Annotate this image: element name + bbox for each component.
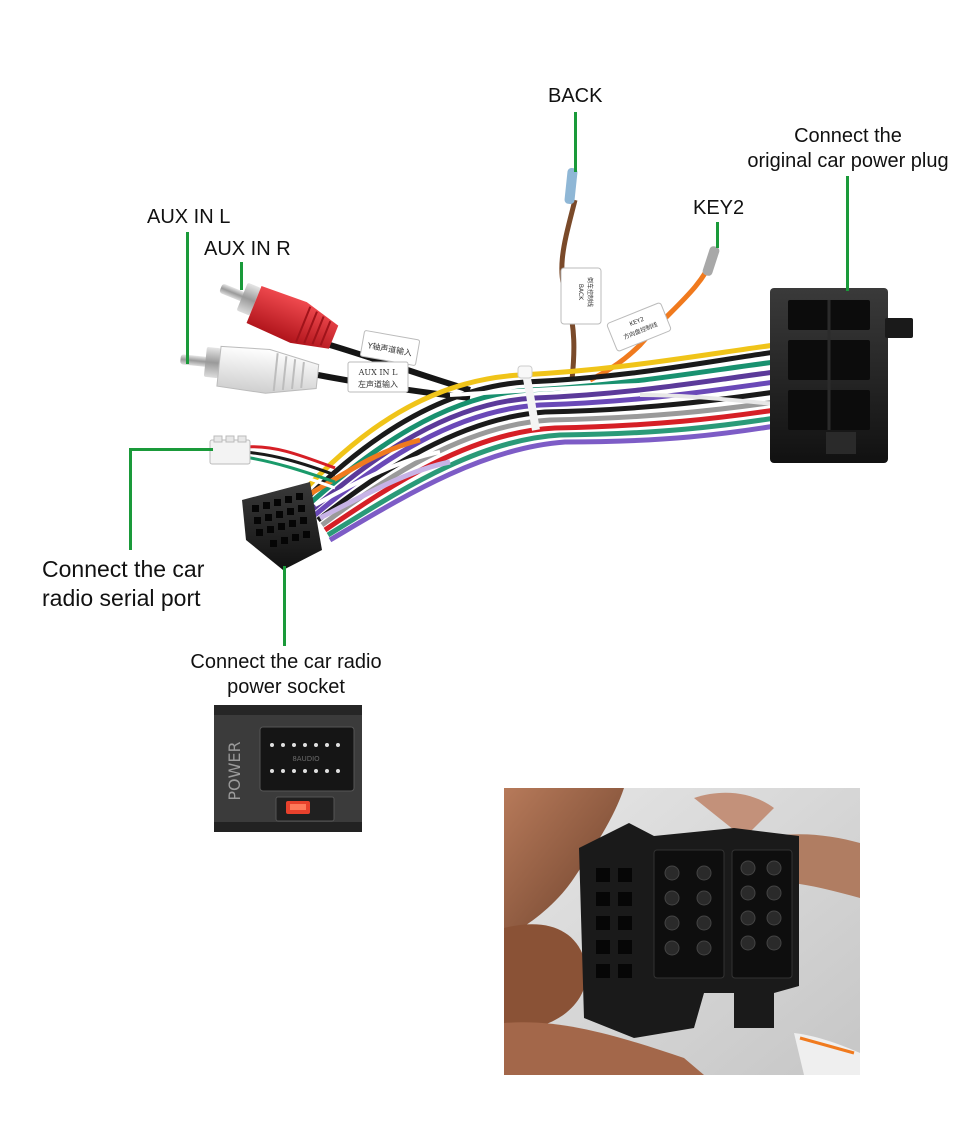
power-socket-label-line1: Connect the car radio — [190, 651, 382, 673]
power-socket-pointer-line — [283, 566, 286, 646]
aux-l-tag: AUX IN L 左声道输入 — [347, 361, 409, 393]
aux-in-l-label: AUX IN L — [147, 206, 231, 228]
aux-r-tag: Y轴声道输入 — [359, 330, 421, 366]
hand-holding-plug-illustration — [504, 788, 860, 1075]
power-socket-label: Connect the car radio power socket — [172, 650, 400, 700]
serial-port-label-line2: radio serial port — [42, 584, 201, 611]
hand-holding-plug-photo — [504, 788, 860, 1075]
back-pointer-line — [574, 112, 577, 172]
aux-in-l-pointer-line — [186, 232, 189, 364]
original-car-power-plug — [770, 288, 913, 463]
power-socket-inset-photo: POWER 8AUDIO — [214, 705, 362, 832]
back-label: BACK — [548, 85, 603, 107]
original-power-label-line2: original car power plug — [747, 150, 949, 172]
wire-bundle — [298, 342, 776, 543]
serial-pointer-horizontal — [129, 448, 213, 451]
aux-in-r-label: AUX IN R — [204, 238, 291, 260]
serial-port-connector — [209, 435, 336, 490]
serial-port-label: Connect the car radio serial port — [42, 555, 204, 613]
svg-text:AUX IN L: AUX IN L — [358, 368, 398, 377]
key2-pointer-line — [716, 222, 719, 248]
original-power-pointer-line — [846, 176, 849, 291]
aux-in-r-rca-plug — [219, 283, 339, 349]
power-inset-text: POWER — [225, 741, 244, 800]
back-tag-text: BACK — [577, 284, 584, 301]
original-power-label: Connect the original car power plug — [728, 124, 968, 174]
radio-power-socket-connector — [242, 482, 322, 570]
aux-in-r-pointer-line — [240, 262, 243, 290]
aux-in-l-rca-plug — [180, 345, 320, 394]
back-wire: BACK 倒车控制线 — [559, 167, 602, 381]
svg-text:左声道输入: 左声道输入 — [358, 379, 398, 389]
key2-wire: KEY2 方向盘控制线 — [588, 246, 720, 383]
power-socket-label-line2: power socket — [227, 676, 345, 698]
serial-pointer-vertical — [129, 448, 132, 550]
key2-label: KEY2 — [693, 197, 745, 219]
power-socket-inset-illustration: POWER 8AUDIO — [214, 705, 362, 832]
serial-port-label-line1: Connect the car — [42, 556, 205, 582]
power-inset-fuse-label: 8AUDIO — [292, 755, 320, 763]
back-tag-text-2: 倒车控制线 — [586, 277, 594, 307]
original-power-label-line1: Connect the — [794, 125, 902, 147]
